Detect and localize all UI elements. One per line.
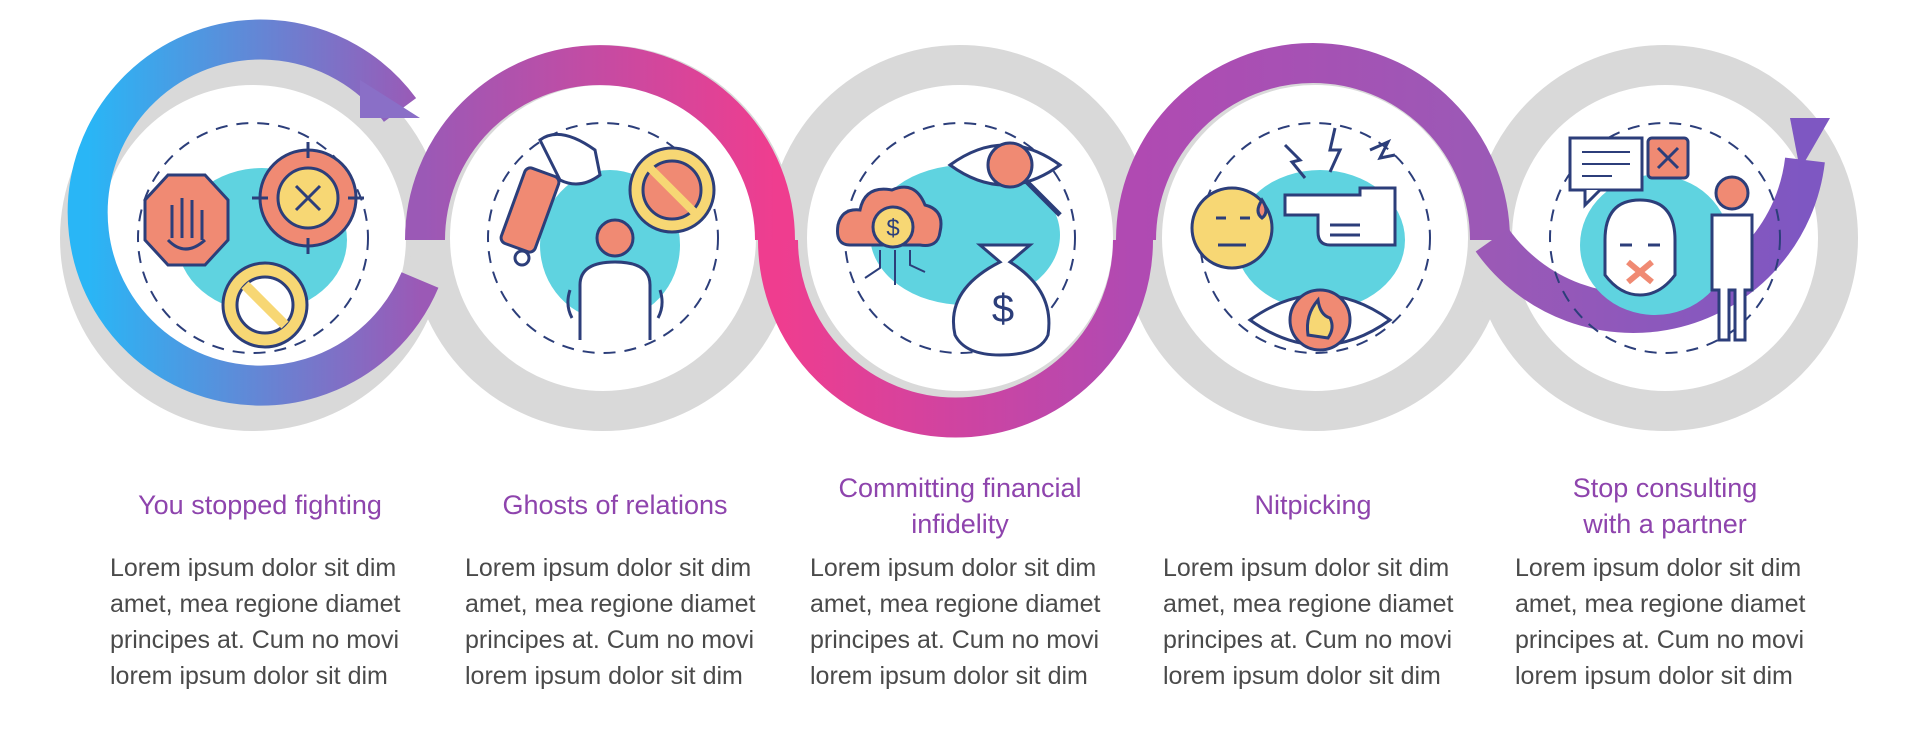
eye-magnifier-icon xyxy=(947,141,1063,217)
sad-face-icon xyxy=(1190,186,1274,270)
no-person-sign-icon xyxy=(628,146,716,234)
svg-text:$: $ xyxy=(992,287,1014,331)
wave-segment-3 xyxy=(758,239,1153,438)
dollar-cloud-icon: $ xyxy=(836,185,943,285)
burning-eye-icon xyxy=(1247,288,1393,352)
dashed-circle xyxy=(137,122,369,354)
step-4-illustration xyxy=(1190,122,1431,354)
step-2-title: Ghosts of relations xyxy=(502,490,728,520)
stop-hand-icon xyxy=(143,173,230,267)
step-2-body: Lorem ipsum dolor sit dim amet, mea regi… xyxy=(465,554,756,690)
step-3-title: Committing financial infidelity xyxy=(838,473,1082,539)
step-2-illustration xyxy=(487,122,719,354)
anxious-person-icon xyxy=(566,218,664,340)
step-3-body: Lorem ipsum dolor sit dim amet, mea regi… xyxy=(810,554,1101,690)
wave-segment-4 xyxy=(1116,43,1510,241)
silenced-woman-icon xyxy=(1603,198,1677,297)
dashed-circle xyxy=(1549,122,1781,354)
arrow-head-right xyxy=(1790,118,1830,170)
speech-bubble-cross-icon xyxy=(1568,136,1690,209)
lightning-icon xyxy=(1283,127,1396,179)
step-1-illustration xyxy=(137,122,369,354)
standing-man-icon xyxy=(1710,175,1754,342)
wave-segment-2 xyxy=(405,45,795,241)
step-5-title: Stop consulting with a partner xyxy=(1572,473,1758,539)
step-4-title: Nitpicking xyxy=(1254,490,1372,520)
money-bag-icon: $ xyxy=(952,243,1051,357)
pointing-hand-icon xyxy=(1283,186,1397,247)
hand-with-tag-icon xyxy=(499,132,602,267)
wave-segment-1 xyxy=(67,19,439,406)
prohibited-sign-icon xyxy=(221,261,309,349)
step-5-illustration xyxy=(1549,122,1781,354)
svg-text:$: $ xyxy=(886,215,899,242)
step-4-body: Lorem ipsum dolor sit dim amet, mea regi… xyxy=(1163,554,1454,690)
dashed-circle xyxy=(487,122,719,354)
arrow-head-left xyxy=(360,80,420,118)
step-5-body: Lorem ipsum dolor sit dim amet, mea regi… xyxy=(1515,554,1806,690)
crosshair-target-icon xyxy=(252,142,364,254)
step-1-body: Lorem ipsum dolor sit dim amet, mea regi… xyxy=(110,554,401,690)
step-1-title: You stopped fighting xyxy=(138,490,382,520)
step-3-illustration: $ $ xyxy=(836,122,1076,357)
